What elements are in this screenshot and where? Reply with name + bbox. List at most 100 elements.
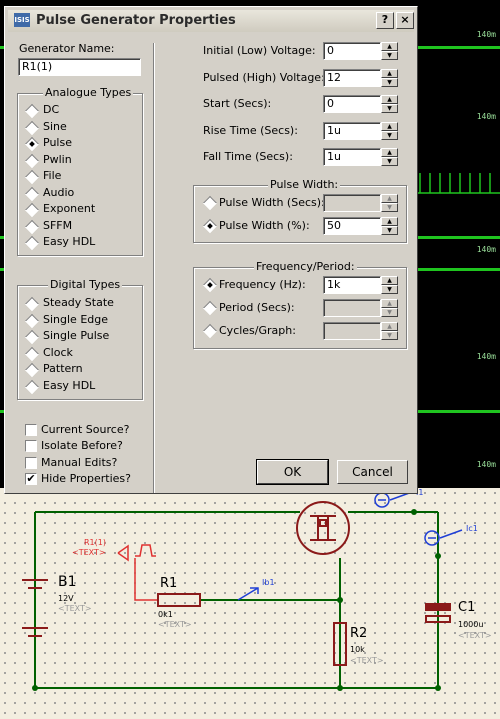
- parameter-input[interactable]: 1u: [323, 121, 381, 140]
- option-checkbox-label[interactable]: Manual Edits?: [41, 455, 118, 469]
- generator-text-label: <TEXT>: [72, 548, 106, 557]
- vertical-separator: [153, 43, 155, 493]
- analogue-type-label[interactable]: Pwlin: [43, 152, 72, 166]
- probe-ic1-label[interactable]: Ic1: [466, 524, 478, 533]
- digital-type-label[interactable]: Easy HDL: [43, 378, 96, 392]
- cancel-button[interactable]: Cancel: [337, 460, 408, 484]
- dialog-titlebar[interactable]: ISIS Pulse Generator Properties ? ×: [8, 10, 414, 32]
- spin-up-icon[interactable]: ▲: [381, 276, 398, 285]
- spin-up-icon[interactable]: ▲: [381, 217, 398, 226]
- analogue-type-label[interactable]: SFFM: [43, 218, 73, 232]
- option-checkbox-label[interactable]: Current Source?: [41, 423, 130, 436]
- analogue-type-label[interactable]: Easy HDL: [43, 235, 96, 248]
- spinner-buttons[interactable]: ▲▼: [381, 148, 398, 166]
- b1-value-label: 12V: [58, 594, 74, 603]
- r2-name-label[interactable]: R2: [350, 626, 368, 641]
- generator-name-label: Generator Name:: [19, 42, 115, 55]
- c1-name-label[interactable]: C1: [458, 600, 476, 615]
- probe-i1-label[interactable]: I1: [416, 488, 424, 497]
- help-button[interactable]: ?: [376, 12, 394, 29]
- spin-down-icon[interactable]: ▼: [381, 104, 398, 113]
- parameter-input[interactable]: 1u: [323, 148, 381, 166]
- spinner-buttons[interactable]: ▲▼: [381, 217, 398, 235]
- generator-name-input[interactable]: R1(1): [18, 58, 141, 76]
- parameter-input[interactable]: 0: [323, 95, 381, 113]
- spin-up-icon[interactable]: ▲: [381, 121, 398, 131]
- spinner-buttons[interactable]: ▲▼: [381, 42, 398, 60]
- spinner-buttons[interactable]: ▲▼: [381, 276, 398, 294]
- frequency-period-option-label[interactable]: Period (Secs):: [219, 301, 295, 314]
- r1-text-label: <TEXT>: [158, 620, 192, 629]
- close-button[interactable]: ×: [396, 12, 414, 29]
- spinner-buttons[interactable]: ▲▼: [381, 95, 398, 113]
- c1-text-label: <TEXT>: [458, 631, 492, 640]
- digital-types-group: Digital Types: [17, 278, 143, 400]
- option-checkbox-label[interactable]: Hide Properties?: [41, 471, 132, 485]
- r1-name-label[interactable]: R1: [160, 576, 178, 591]
- option-checkbox[interactable]: ✔: [25, 471, 37, 485]
- analogue-types-title: Analogue Types: [43, 86, 134, 99]
- option-checkbox[interactable]: [25, 424, 37, 436]
- spinner-buttons[interactable]: ▲▼: [381, 121, 398, 140]
- graph-time-label: 140m: [476, 460, 496, 469]
- probe-ib1-label[interactable]: Ib1: [262, 578, 275, 587]
- analogue-type-label[interactable]: Audio: [43, 185, 75, 199]
- pulse-width-option-label[interactable]: Pulse Width (%):: [219, 219, 310, 232]
- spin-down-icon[interactable]: ▼: [381, 77, 398, 87]
- spin-down-icon[interactable]: ▼: [381, 308, 398, 317]
- spin-down-icon[interactable]: ▼: [381, 331, 398, 340]
- app-icon: ISIS: [14, 13, 30, 27]
- spin-up-icon[interactable]: ▲: [381, 194, 398, 203]
- spinner-buttons[interactable]: ▲▼: [381, 68, 398, 87]
- parameter-label: Initial (Low) Voltage:: [203, 44, 316, 57]
- graph-time-label: 140m: [476, 245, 496, 254]
- r2-value-label: 10k: [350, 645, 365, 654]
- spin-down-icon[interactable]: ▼: [381, 285, 398, 294]
- spin-up-icon[interactable]: ▲: [381, 95, 398, 104]
- analogue-type-label[interactable]: Exponent: [43, 202, 96, 215]
- spinner-buttons[interactable]: ▲▼: [381, 322, 398, 340]
- pulse-width-option-input[interactable]: [323, 194, 381, 212]
- parameter-label: Rise Time (Secs):: [203, 123, 298, 137]
- spin-down-icon[interactable]: ▼: [381, 226, 398, 235]
- analogue-type-label[interactable]: File: [43, 169, 62, 182]
- parameter-input[interactable]: 12: [323, 68, 381, 87]
- option-checkbox[interactable]: [25, 456, 37, 469]
- generator-name-label[interactable]: R1(1): [84, 538, 106, 547]
- frequency-period-option-input[interactable]: 1k: [323, 276, 381, 294]
- spin-up-icon[interactable]: ▲: [381, 299, 398, 308]
- digital-type-label[interactable]: Steady State: [43, 296, 114, 309]
- analogue-type-label[interactable]: Pulse: [43, 136, 72, 149]
- spin-up-icon[interactable]: ▲: [381, 148, 398, 157]
- schematic-canvas[interactable]: R1(1) <TEXT> B1 12V <TEXT> R1 0k1 <TEXT>…: [0, 488, 500, 719]
- pulse-width-option-input[interactable]: 50: [323, 217, 381, 235]
- parameter-label: Fall Time (Secs):: [203, 150, 293, 163]
- spin-down-icon[interactable]: ▼: [381, 51, 398, 60]
- analogue-type-label[interactable]: DC: [43, 103, 60, 116]
- spin-up-icon[interactable]: ▲: [381, 42, 398, 51]
- ok-button[interactable]: OK: [256, 459, 329, 485]
- spin-down-icon[interactable]: ▼: [381, 157, 398, 166]
- option-checkbox[interactable]: [25, 440, 37, 453]
- frequency-period-option-label[interactable]: Cycles/Graph:: [219, 324, 296, 337]
- parameter-input[interactable]: 0: [323, 42, 381, 60]
- c1-value-label: 1000u: [458, 620, 484, 629]
- frequency-period-option-input[interactable]: [323, 299, 381, 317]
- spin-up-icon[interactable]: ▲: [381, 68, 398, 78]
- dialog-title: Pulse Generator Properties: [36, 13, 236, 28]
- spin-down-icon[interactable]: ▼: [381, 130, 398, 140]
- digital-type-label[interactable]: Clock: [43, 345, 73, 359]
- spinner-buttons[interactable]: ▲▼: [381, 299, 398, 317]
- pulse-width-option-label[interactable]: Pulse Width (Secs):: [219, 196, 325, 209]
- spin-down-icon[interactable]: ▼: [381, 203, 398, 212]
- frequency-period-option-input[interactable]: [323, 322, 381, 340]
- spin-up-icon[interactable]: ▲: [381, 322, 398, 331]
- digital-type-label[interactable]: Pattern: [43, 362, 83, 375]
- b1-name-label[interactable]: B1: [58, 574, 77, 590]
- option-checkbox-label[interactable]: Isolate Before?: [41, 439, 123, 453]
- frequency-period-option-label[interactable]: Frequency (Hz):: [219, 278, 306, 291]
- digital-type-label[interactable]: Single Pulse: [43, 329, 110, 342]
- digital-type-label[interactable]: Single Edge: [43, 312, 108, 326]
- analogue-type-label[interactable]: Sine: [43, 119, 67, 133]
- spinner-buttons[interactable]: ▲▼: [381, 194, 398, 212]
